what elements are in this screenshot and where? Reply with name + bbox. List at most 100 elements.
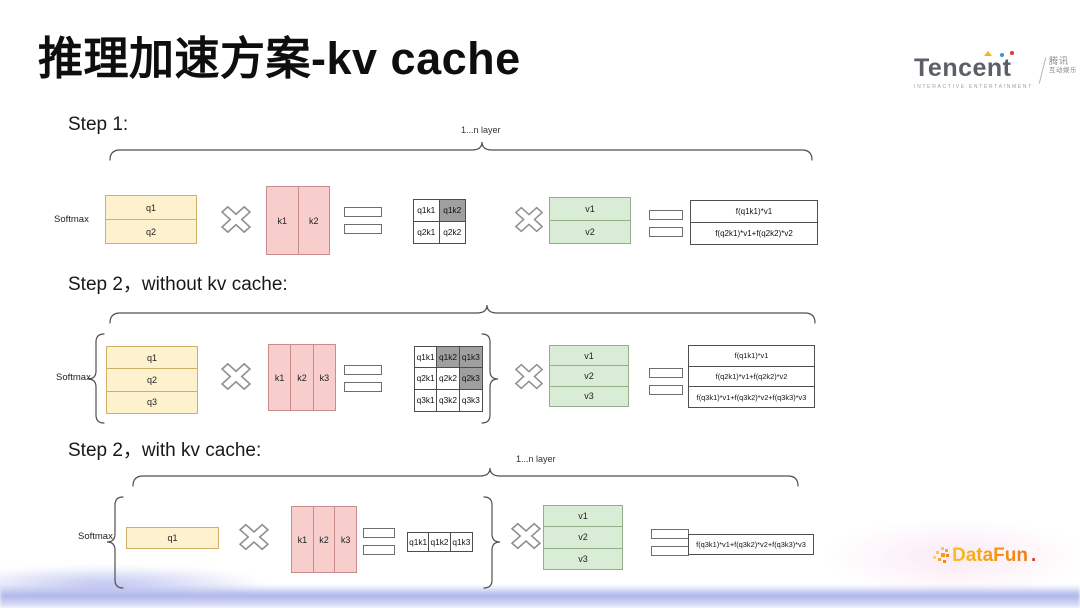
equals-icon (649, 368, 683, 395)
k-cell: k2 (290, 345, 312, 410)
step2-cache-v-matrix: v1 v2 v3 (543, 505, 623, 570)
bottom-gradient-band (0, 585, 1080, 608)
datafun-glow (820, 518, 1080, 590)
v-cell: v1 (578, 511, 588, 522)
v-cell: v2 (550, 365, 628, 385)
result-cell: f(q2k1)*v1+f(q2k2)*v2 (689, 365, 814, 387)
result-cell: f(q2k1)*v1+f(q2k2)*v2 (691, 222, 817, 244)
step1-heading: Step 1: (68, 114, 129, 135)
step2-no-cache-top-brace (109, 304, 816, 324)
tencent-cn-line1: 腾讯 (1049, 56, 1070, 66)
tencent-divider (1038, 57, 1047, 84)
step2-no-cache-k-matrix: k1 k2 k3 (268, 344, 336, 411)
equals-icon (363, 528, 395, 555)
step2-cache-layer-label: 1...n layer (516, 454, 556, 464)
multiply-icon (220, 362, 252, 391)
step2-cache-heading: Step 2，with kv cache: (68, 440, 262, 461)
equals-icon (344, 365, 382, 392)
k-cell: k2 (297, 187, 330, 254)
q-cell: q3 (107, 390, 197, 413)
result-cell: f(q3k1)*v1+f(q3k2)*v2+f(q3k3)*v3 (689, 386, 814, 407)
step1-q-matrix: q1 q2 (105, 195, 197, 244)
step2-cache-softmax-label: Softmax (78, 531, 113, 542)
datafun-wordmark: DataFun (952, 545, 1028, 566)
k-cell: k1 (297, 534, 308, 545)
step2-no-cache-qk-matrix: q1k1 q1k2 q1k3 q2k1 q2k2 q2k3 q3k1 q3k2 … (414, 346, 483, 412)
tencent-brand-text: Tencent (914, 54, 1012, 82)
k-cell: k1 (274, 372, 285, 383)
tencent-tagline: INTERACTIVE ENTERTAINMENT (914, 84, 1033, 90)
multiply-icon (238, 523, 270, 551)
page-title: 推理加速方案-kv cache (38, 33, 521, 84)
qk-cell: q1k1 (408, 533, 430, 551)
step2-no-cache-softmax-label: Softmax (56, 372, 91, 383)
k-cell: k2 (312, 507, 335, 572)
tencent-red-dot-icon (1010, 51, 1014, 55)
step1-top-brace (109, 141, 813, 161)
qk-cell-masked: q1k3 (459, 347, 482, 369)
qk-cell: q1k2 (429, 533, 451, 551)
step2-cache-result-matrix: f(q3k1)*v1+f(q3k2)*v2+f(q3k3)*v3 (688, 534, 814, 555)
step2-no-cache-heading: Step 2，without kv cache: (68, 274, 288, 295)
qk-cell: q2k1 (414, 221, 440, 243)
multiply-icon (514, 363, 544, 390)
tencent-blue-dot-icon (1000, 53, 1004, 57)
qk-cell: q2k1 (415, 368, 438, 390)
q-cell: q1 (146, 352, 157, 363)
qk-cell-masked: q2k3 (459, 368, 482, 390)
equals-icon (344, 207, 382, 234)
v-cell: v3 (550, 385, 628, 406)
datafun-sparkle-icon (933, 547, 949, 563)
step1-softmax-label: Softmax (54, 214, 89, 225)
step2-no-cache-right-curly-brace (481, 333, 499, 424)
tencent-cn-text: 腾讯 互动娱乐 (1049, 56, 1077, 75)
v-cell: v1 (585, 204, 595, 214)
result-cell: f(q1k1)*v1 (734, 351, 769, 361)
multiply-icon (514, 206, 544, 233)
datafun-logo: DataFun. (933, 545, 1036, 567)
step2-cache-k-matrix: k1 k2 k3 (291, 506, 357, 573)
step2-no-cache-v-matrix: v1 v2 v3 (549, 345, 629, 407)
step2-no-cache-q-matrix: q1 q2 q3 (106, 346, 198, 414)
k-cell: k1 (277, 215, 287, 226)
v-cell: v1 (584, 350, 594, 361)
k-cell: k3 (312, 345, 335, 410)
qk-cell: q1k1 (415, 347, 438, 369)
equals-icon (649, 210, 683, 237)
qk-cell: q2k2 (443, 227, 462, 238)
result-cell: f(q3k1)*v1+f(q3k2)*v2+f(q3k3)*v3 (696, 540, 806, 549)
qk-cell: q2k2 (437, 368, 460, 390)
q-cell: q1 (167, 533, 178, 543)
step1-layer-label: 1...n layer (461, 125, 501, 135)
tencent-logo: Tencent INTERACTIVE ENTERTAINMENT 腾讯 互动娱… (914, 51, 1077, 90)
step2-cache-qk-matrix: q1k1 q1k2 q1k3 (407, 532, 473, 552)
step1-v-matrix: v1 v2 (549, 197, 631, 244)
step1-qk-matrix: q1k1 q1k2 q2k1 q2k2 (413, 199, 466, 244)
step1-k-matrix: k1 k2 (266, 186, 330, 255)
tencent-wordmark: Tencent INTERACTIVE ENTERTAINMENT (914, 51, 1033, 90)
result-cell: f(q1k1)*v1 (735, 207, 773, 216)
qk-cell: q3k2 (437, 389, 460, 411)
equals-icon (651, 529, 689, 556)
v-cell: v2 (544, 526, 622, 547)
qk-cell: q3k3 (461, 395, 480, 406)
v-cell: v3 (544, 547, 622, 569)
datafun-period: . (1031, 545, 1037, 566)
v-cell: v2 (550, 220, 630, 243)
step2-cache-top-brace (132, 467, 799, 487)
qk-cell-masked: q1k2 (439, 200, 465, 222)
k-cell: k3 (334, 507, 356, 572)
tencent-crown-icon (984, 51, 992, 56)
qk-cell: q1k3 (452, 537, 471, 547)
step2-no-cache-result-matrix: f(q1k1)*v1 f(q2k1)*v1+f(q2k2)*v2 f(q3k1)… (688, 345, 815, 408)
multiply-icon (220, 205, 252, 234)
multiply-icon (510, 522, 542, 550)
qk-cell-masked: q1k2 (437, 347, 460, 369)
q-cell: q2 (107, 368, 197, 390)
step2-cache-q-matrix: q1 (126, 527, 219, 549)
qk-cell: q3k1 (415, 389, 438, 411)
tencent-cn-line2: 互动娱乐 (1049, 67, 1077, 75)
step2-cache-right-curly-brace (483, 496, 501, 589)
